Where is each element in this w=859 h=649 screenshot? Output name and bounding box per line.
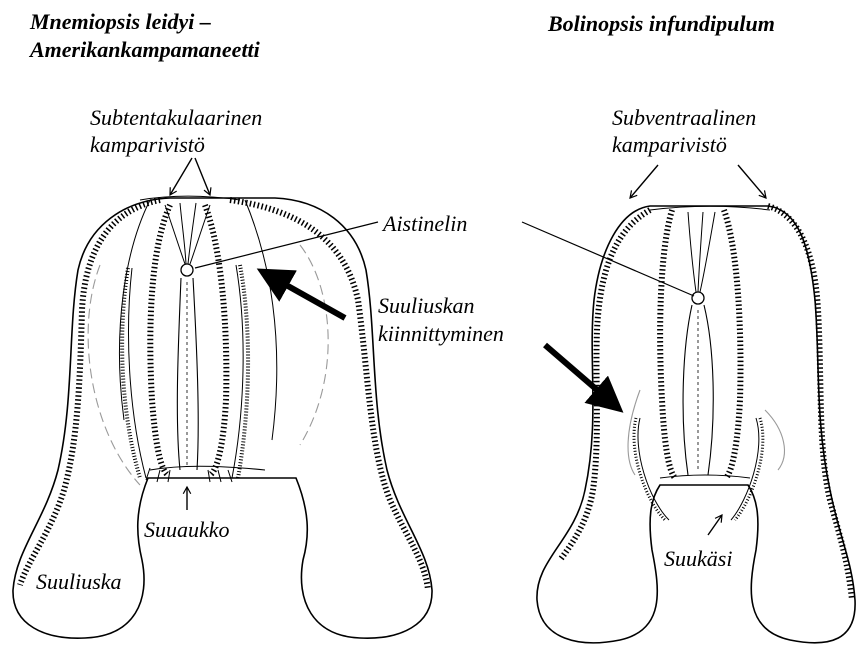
mnemiopsis-faint-lobe-right [300, 245, 328, 445]
mnemiopsis-lobe-attachment-left [122, 268, 140, 478]
lobe-attachment-label-line2: kiinnittyminen [378, 320, 504, 347]
bolinopsis-pharynx-left [683, 305, 692, 475]
bolinopsis-pharynx-right [704, 305, 713, 475]
mnemiopsis-pharynx-right [193, 278, 198, 470]
bolinopsis-title: Bolinopsis infundipulum [548, 10, 775, 37]
bolinopsis-comb-row-outer-left [560, 210, 650, 560]
arrow-subtentacular-right [195, 158, 210, 195]
mnemiopsis-comb-row-outer-right [230, 200, 428, 590]
arrow-lobe-attachment-right [545, 345, 618, 408]
mouth-label: Suuaukko [144, 516, 230, 543]
lobe-attachment-label-line1: Suuliuskan [378, 292, 475, 319]
bolinopsis-body [537, 206, 855, 643]
mnemiopsis-inner-curve-right [245, 200, 277, 440]
arrow-subventral-left [630, 165, 658, 198]
mnemiopsis-statocyst [181, 264, 193, 276]
mnemiopsis-comb-row-inner-right [205, 205, 226, 475]
bolinopsis-lobe-attachment-left [634, 418, 665, 520]
mnemiopsis-faint-lobe-left [88, 265, 140, 485]
statocyst-label: Aistinelin [383, 210, 467, 237]
pointer-statocyst-left [195, 222, 378, 268]
mnemiopsis-comb-row-outer-left [20, 200, 160, 585]
arrow-subventral-right [738, 165, 766, 198]
bolinopsis-comb-row-inner-left [660, 210, 675, 478]
mnemiopsis-title-line2: Amerikankampamaneetti [30, 36, 260, 63]
subtentacular-label-line1: Subtentakulaarinen [90, 104, 262, 131]
mnemiopsis-comb-row-inner-left [150, 205, 170, 475]
bolinopsis-outer-body [537, 206, 855, 643]
bolinopsis-statocyst [692, 292, 704, 304]
arrow-subtentacular-left [170, 158, 192, 195]
mnemiopsis-mouth-line [150, 466, 265, 470]
bolinopsis-comb-row-inner-right [724, 210, 740, 478]
bolinopsis-comb-row-outer-right [768, 206, 852, 600]
oral-lobe-label: Suuliuska [36, 568, 122, 595]
pointer-statocyst-right [522, 222, 694, 296]
arrow-auricle [708, 515, 722, 535]
arrow-lobe-attachment-left [263, 272, 345, 318]
auricle-label: Suukäsi [664, 545, 732, 572]
subtentacular-label-line2: kamparivistö [90, 131, 205, 158]
subventral-label-line2: kamparivistö [612, 131, 727, 158]
mnemiopsis-title-line1: Mnemiopsis leidyi – [30, 8, 211, 35]
mnemiopsis-pharynx-left [177, 278, 181, 470]
bolinopsis-faint-lobe-right [765, 410, 784, 470]
subventral-label-line1: Subventraalinen [612, 104, 756, 131]
